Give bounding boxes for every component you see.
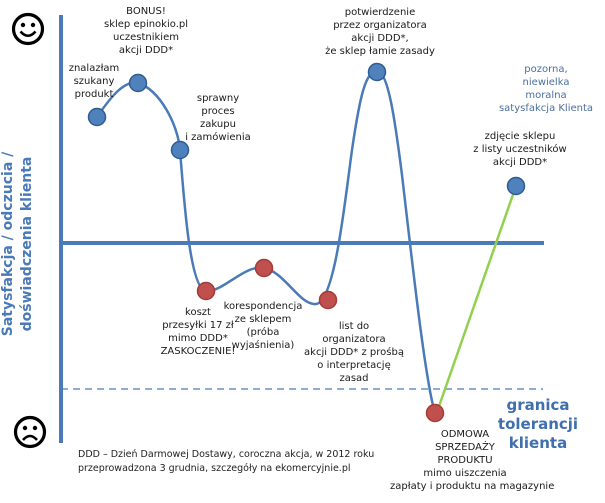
label-line: akcji DDD* [118,45,174,56]
event-point-letter-to-organizer [318,290,338,310]
label-smooth-process: sprawny proces zakupu i zamówienia [183,92,253,144]
event-point-correspondence [254,258,274,278]
label-line: tolerancji klienta [497,415,579,452]
illusory-satisfaction-line [435,185,518,413]
label-line: mimo DDD* [168,333,228,344]
label-line: wyjaśnienia) [231,340,295,351]
label-line: mimo uiszczenia [423,468,507,479]
label-line: ODMOWA [440,429,490,440]
y-axis-label: Satysfakcja / odczucia / doświadczenia k… [0,144,37,344]
label-line: satysfakcja Klienta [498,103,594,114]
footnote: DDD – Dzień Darmowej Dostawy, coroczna a… [78,448,374,476]
label-line: pozorna, [524,64,568,75]
label-line: zakupu [200,119,236,130]
label-line: produkt [74,89,114,100]
label-bonus: BONUS! sklep epinokio.pl uczestnikiem akcji… [98,5,194,57]
label-correspondence: korespondencja ze sklepem (próba wyjaśnieni… [222,300,304,352]
event-point-organizer-confirmation [367,62,387,82]
label-sale-refused: ODMOWA SPRZEDAŻY PRODUKTU mimo uiszczenia za… [390,428,555,493]
label-line: szukany [73,76,115,87]
event-point-shipping-cost [196,281,216,301]
label-line: przeprowadzona 3 grudnia, szczegóły na e… [78,463,351,474]
side-note: pozorna, niewielka moralna satysfakcja Klie… [494,63,598,115]
event-point-found-product [87,107,107,127]
label-line: proces [201,106,235,117]
y-axis-label-line2: doświadczenia klienta [19,156,35,332]
label-line: organizatora [322,334,386,345]
label-line: SPRZEDAŻY [435,442,495,453]
tolerance-label: granica tolerancji klienta [468,396,605,453]
label-line: DDD – Dzień Darmowej Dostawy, coroczna a… [78,449,375,460]
label-letter-to-organizer: list do organizatora akcji DDD* z prośbą o … [302,320,406,385]
label-line: przesyłki 17 zł [162,320,234,331]
label-line: zapłaty i produktu na magazynie [390,481,555,492]
label-line: koszt [185,307,211,318]
label-line: o interpretację [317,360,391,371]
event-point-shop-removed [506,176,526,196]
label-organizer-confirmation: potwierdzenie przez organizatora akcji DDD… [320,6,440,58]
label-line: moralna [525,90,567,101]
label-line: granica [506,396,570,414]
event-point-smooth-process [170,140,190,160]
label-line: ZASKOCZENIE! [160,346,236,357]
smiley-face-icon [11,12,45,46]
label-line: potwierdzenie [344,7,416,18]
label-line: akcji DDD* z prośbą [304,347,404,358]
label-line: sprawny [196,93,240,104]
label-line: znalazłam [68,63,120,74]
label-line: akcji DDD*, [351,33,409,44]
event-point-bonus [128,73,148,93]
label-line: korespondencja [223,301,303,312]
label-shipping-cost: koszt przesyłki 17 zł mimo DDD* ZASKOCZENIE… [153,306,243,358]
label-line: akcji DDD* [492,157,548,168]
label-line: BONUS! [126,6,166,17]
label-line: niewielka [522,77,570,88]
label-line: uczestnikiem [113,32,179,43]
label-line: przez organizatora [333,20,427,31]
label-line: że sklep łamie zasady [325,46,435,57]
label-line: i zamówienia [185,132,251,143]
label-line: zasad [339,373,369,384]
sad-face-icon [13,415,47,449]
label-line: z listy uczestników [473,144,567,155]
label-line: ze sklepem [234,314,292,325]
label-line: list do [338,321,370,332]
label-line: sklep epinokio.pl [103,19,188,30]
journey-curve [95,70,437,414]
label-line: (próba [246,327,280,338]
label-shop-removed: zdjęcie sklepu z listy uczestników akcji D… [468,130,572,169]
label-line: PRODUKTU [437,455,493,466]
label-found-product: znalazłam szukany produkt [62,62,126,101]
y-axis-label-line1: Satysfakcja / odczucia / [0,151,16,337]
label-line: zdjęcie sklepu [484,131,556,142]
event-point-sale-refused [425,403,445,423]
